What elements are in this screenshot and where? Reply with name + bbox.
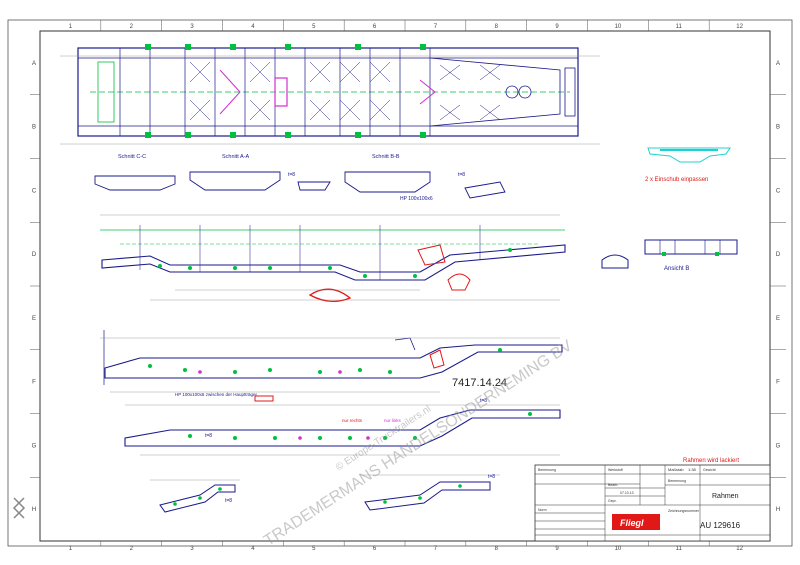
sheet-inner-border xyxy=(39,30,771,542)
drawing-number: AU 129616 xyxy=(700,521,741,530)
grid-col-label-top: 4 xyxy=(251,24,255,30)
tb-field-bearb: Bearb. xyxy=(608,483,618,487)
grid-col-label-bottom: 8 xyxy=(495,546,499,552)
nur-rechts-note: nur rechts xyxy=(342,418,363,423)
grid-col-label-bottom: 11 xyxy=(676,546,683,552)
detail-bottom-middle xyxy=(360,474,500,511)
grid-row-label-left: A xyxy=(32,61,36,67)
paint-note: Rahmen wird lackiert xyxy=(683,458,739,464)
grid-col-label-top: 12 xyxy=(736,24,743,30)
grid-col-label-top: 10 xyxy=(615,24,622,30)
grid-row-label-left: D xyxy=(32,252,37,258)
grid-row-label-left: G xyxy=(32,443,37,449)
tb-field-benennung-2: Benennung xyxy=(668,479,686,483)
clip-icon xyxy=(12,497,26,519)
grid-row-label-right: D xyxy=(776,252,781,258)
drawing-title: Rahmen xyxy=(712,493,739,500)
tb-field-benennung: Benennung xyxy=(538,468,556,472)
t8-label-4: t=8 xyxy=(205,433,212,439)
detail-bottom-left xyxy=(150,479,240,513)
hp-profile-label: HP 100x100x6 xyxy=(400,196,433,202)
t8-label-2: t=8 xyxy=(458,172,465,178)
ansicht-b-detail xyxy=(601,239,738,269)
fliegl-logo-text: Fliegl xyxy=(620,518,644,528)
grid-row-label-right: H xyxy=(776,507,780,513)
tb-field-gewicht: Gewicht xyxy=(703,468,716,472)
grid-col-label-top: 11 xyxy=(676,24,683,30)
fliegl-logo xyxy=(612,514,660,530)
grid-row-label-left: H xyxy=(32,507,36,513)
grid-col-label-bottom: 7 xyxy=(434,546,438,552)
t8-label-5: t=8 xyxy=(225,498,232,504)
grid-col-label-bottom: 1 xyxy=(69,546,73,552)
grid-col-label-bottom: 3 xyxy=(190,546,194,552)
t8-label-3: t=8 xyxy=(480,398,487,404)
grid-row-label-right: A xyxy=(776,61,780,67)
grid-col-label-bottom: 10 xyxy=(615,546,622,552)
grid-row-label-right: E xyxy=(776,316,780,322)
grid-row-label-right: C xyxy=(776,188,781,194)
tb-date: 07.10.13 xyxy=(620,491,634,495)
grid-col-label-top: 7 xyxy=(434,24,438,30)
grid-col-label-bottom: 9 xyxy=(555,546,559,552)
grid-row-markers: A A B B C C D D E E F F G G H H xyxy=(30,61,786,513)
grid-row-label-right: B xyxy=(776,125,780,131)
grid-col-label-bottom: 2 xyxy=(130,546,134,552)
grid-row-label-left: C xyxy=(32,188,37,194)
grid-col-label-bottom: 6 xyxy=(373,546,377,552)
section-label-cc: Schnitt C-C xyxy=(118,154,146,160)
grid-col-label-bottom: 4 xyxy=(251,546,255,552)
nur-links-note: nur links xyxy=(384,418,402,423)
grid-row-label-right: G xyxy=(776,443,781,449)
grid-row-label-left: F xyxy=(32,380,36,386)
grid-col-label-top: 3 xyxy=(190,24,194,30)
section-label-aa: Schnitt A-A xyxy=(222,154,250,160)
grid-col-label-bottom: 12 xyxy=(736,546,743,552)
title-block: Benennung Werkstoff Maßstab 1:38 Gewicht… xyxy=(534,464,771,542)
part-number: 7417.14.24 xyxy=(452,377,507,389)
grid-row-label-left: E xyxy=(32,316,36,322)
grid-row-label-right: F xyxy=(776,380,780,386)
einschub-note: 2 x Einschub einpassen xyxy=(645,177,708,183)
frame-side-view-top xyxy=(100,214,566,302)
ansicht-b-label: Ansicht B xyxy=(664,266,689,272)
sheet-outer-border xyxy=(7,19,793,547)
tb-scale-value: 1:38 xyxy=(688,467,697,472)
tb-field-norm: Norm xyxy=(538,508,547,512)
grid-col-label-top: 6 xyxy=(373,24,377,30)
tb-scale-label: Maßstab xyxy=(668,467,684,472)
tb-field-werkstoff: Werkstoff xyxy=(608,468,623,472)
grid-col-label-top: 5 xyxy=(312,24,316,30)
grid-col-label-top: 2 xyxy=(130,24,134,30)
section-label-bb: Schnitt B-B xyxy=(372,154,400,160)
tb-field-gepr: Gepr. xyxy=(608,499,617,503)
hp-note-side: HP 100x100x6 zwischen der Hauptträger xyxy=(175,392,257,397)
frame-side-view-bottom xyxy=(124,404,561,456)
grid-col-label-bottom: 5 xyxy=(312,546,316,552)
grid-col-label-top: 9 xyxy=(555,24,559,30)
grid-row-label-left: B xyxy=(32,125,36,131)
t8-label-6: t=8 xyxy=(488,474,495,480)
grid-col-label-top: 8 xyxy=(495,24,499,30)
einschub-detail xyxy=(647,147,731,163)
frame-side-view-middle xyxy=(100,330,563,402)
frame-plan-view xyxy=(60,44,600,145)
tb-field-zeichnungsnr: Zeichnungsnummer xyxy=(668,509,700,513)
watermark-company: TRADEMERMANS HANDELSONDERNEMING BV xyxy=(261,337,575,549)
grid-col-label-top: 1 xyxy=(69,24,73,30)
cross-sections xyxy=(94,171,506,199)
t8-label-1: t=8 xyxy=(288,172,295,178)
